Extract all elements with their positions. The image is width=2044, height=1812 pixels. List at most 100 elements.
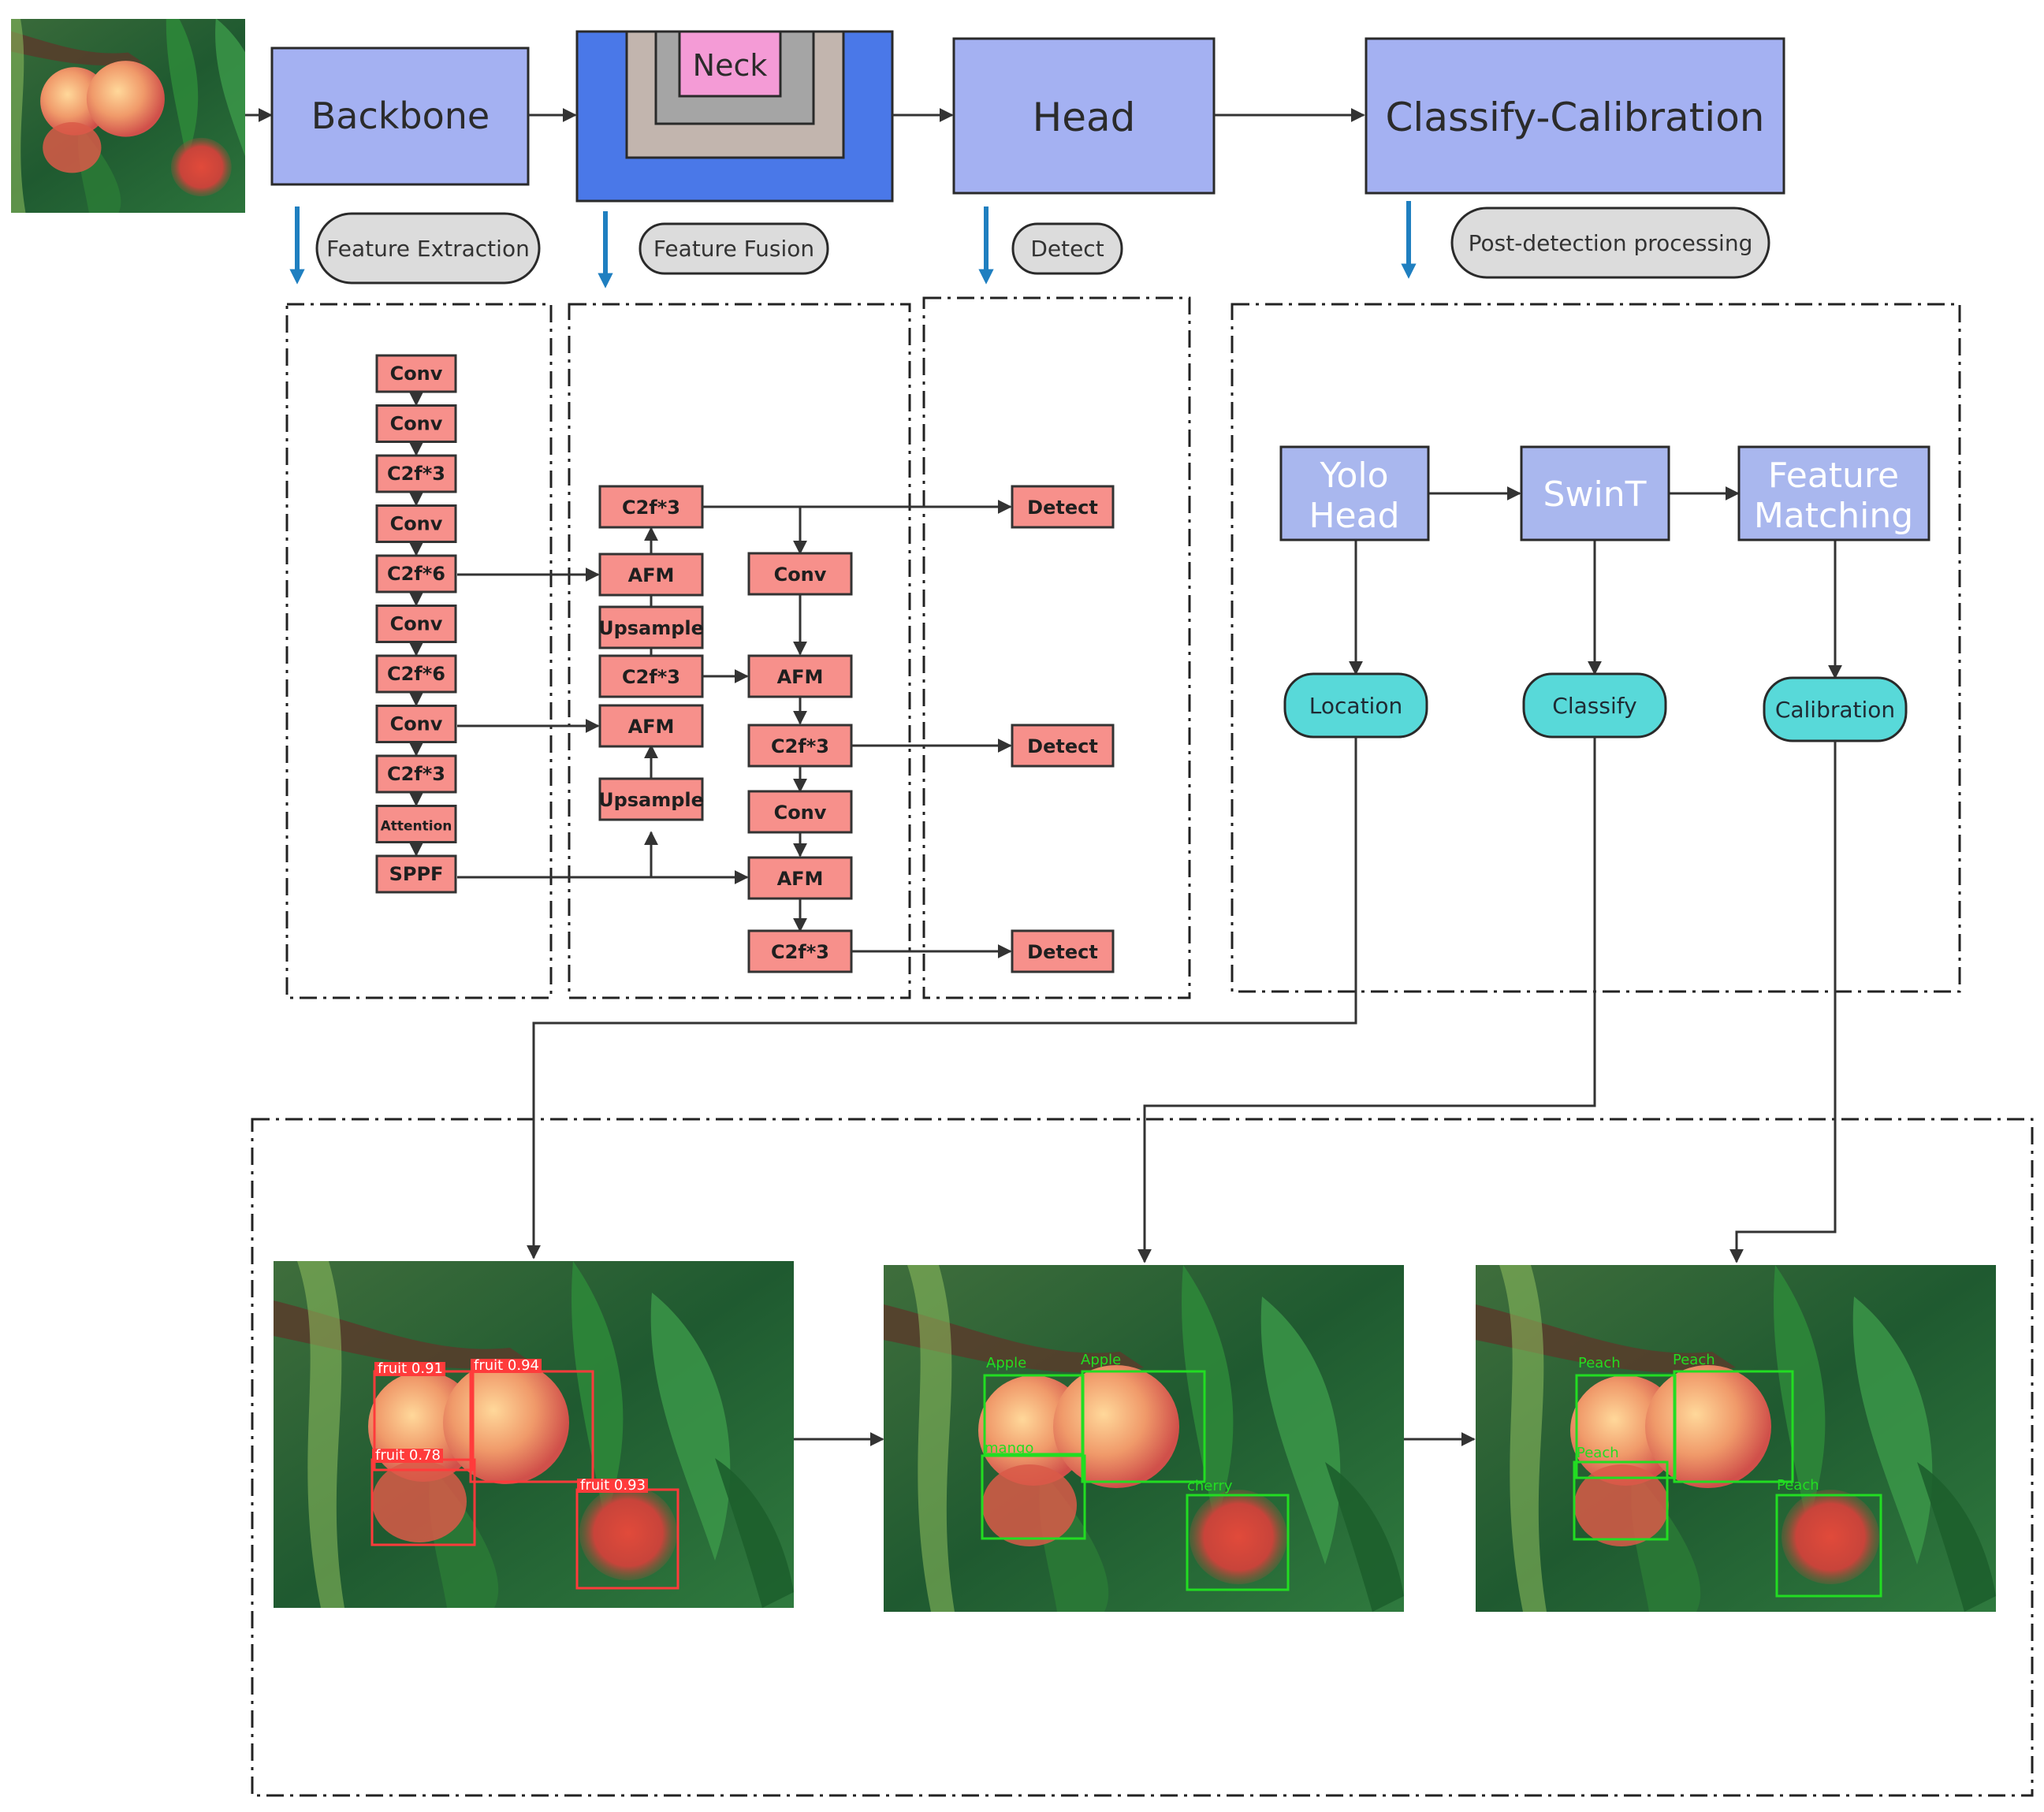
- feature-matching-block: Feature Matching: [1737, 445, 1930, 541]
- phase-feature-fusion: Feature Fusion: [598, 211, 829, 288]
- svg-text:AFM: AFM: [777, 868, 824, 890]
- svg-text:fruit 0.78: fruit 0.78: [375, 1447, 441, 1464]
- backbone-block: C2f*3: [375, 454, 457, 493]
- backbone-blocks: ConvConvC2f*3ConvC2f*6ConvC2f*6ConvC2f*3…: [375, 354, 457, 894]
- backbone-block: Conv: [375, 705, 457, 743]
- result-connectors: [527, 737, 1837, 1446]
- svg-text:Detect: Detect: [1027, 941, 1098, 963]
- svg-text:Detect: Detect: [1027, 497, 1098, 519]
- classify-output: Classify: [1522, 672, 1667, 739]
- detect-block: Detect: [1011, 485, 1115, 529]
- svg-text:C2f*6: C2f*6: [387, 563, 445, 585]
- svg-text:C2f*3: C2f*3: [387, 463, 445, 485]
- neck-c2f-mid: C2f*3: [598, 654, 704, 698]
- svg-text:fruit 0.94: fruit 0.94: [474, 1357, 539, 1374]
- head-blocks: Detect Detect Detect: [1011, 485, 1115, 973]
- svg-text:Matching: Matching: [1754, 496, 1913, 536]
- svg-text:Peach: Peach: [1777, 1477, 1819, 1494]
- svg-text:Apple: Apple: [986, 1355, 1026, 1371]
- backbone-block: Conv: [375, 504, 457, 543]
- svg-text:fruit 0.93: fruit 0.93: [580, 1477, 646, 1494]
- classify-calibration-label: Classify-Calibration: [1386, 95, 1765, 140]
- svg-text:Upsample: Upsample: [598, 789, 704, 811]
- backbone-stage: Backbone: [270, 47, 530, 186]
- svg-text:Detect: Detect: [1027, 735, 1098, 757]
- swint-block: SwinT: [1520, 445, 1670, 541]
- backbone-block: C2f*3: [375, 754, 457, 794]
- head-panel: [922, 296, 1191, 999]
- svg-text:C2f*3: C2f*3: [771, 735, 829, 757]
- svg-text:Conv: Conv: [390, 363, 443, 385]
- neck-afm-4: AFM: [747, 856, 853, 900]
- svg-text:AFM: AFM: [628, 564, 675, 586]
- classify-calibration-stage: Classify-Calibration: [1365, 37, 1785, 195]
- neck-conv-2: Conv: [747, 790, 853, 834]
- neck-panel: [568, 303, 911, 999]
- svg-text:SPPF: SPPF: [389, 863, 444, 885]
- svg-text:Peach: Peach: [1673, 1352, 1715, 1368]
- neck-afm-1: AFM: [598, 553, 704, 597]
- backbone-block: Attention: [375, 805, 457, 843]
- backbone-panel: [285, 303, 553, 999]
- backbone-block: C2f*6: [375, 554, 457, 593]
- detect-block: Detect: [1011, 724, 1115, 768]
- neck-c2f-3: C2f*3: [747, 724, 853, 768]
- svg-text:Feature Extraction: Feature Extraction: [326, 236, 530, 262]
- backbone-label: Backbone: [311, 95, 490, 137]
- input-image: [11, 19, 245, 213]
- head-label: Head: [1033, 95, 1136, 140]
- result-image-detection: fruit 0.91 fruit 0.94 fruit 0.78 fruit 0…: [274, 1261, 794, 1608]
- svg-text:Post-detection processing: Post-detection processing: [1469, 230, 1753, 256]
- backbone-block: Conv: [375, 404, 457, 443]
- svg-text:Head: Head: [1309, 496, 1399, 536]
- svg-text:Conv: Conv: [774, 564, 827, 586]
- svg-text:Attention: Attention: [381, 819, 452, 835]
- svg-text:Peach: Peach: [1578, 1355, 1621, 1371]
- svg-text:C2f*3: C2f*3: [622, 497, 680, 519]
- svg-text:Feature: Feature: [1768, 456, 1899, 496]
- svg-text:C2f*3: C2f*3: [771, 941, 829, 963]
- results-panel: [251, 1118, 2034, 1797]
- svg-text:Location: Location: [1309, 693, 1402, 719]
- post-detection-modules: Yolo Head SwinT Feature Matching Locatio…: [1279, 445, 1930, 742]
- svg-text:fruit 0.91: fruit 0.91: [378, 1360, 443, 1377]
- svg-text:Conv: Conv: [390, 713, 443, 735]
- svg-text:Feature Fusion: Feature Fusion: [653, 236, 814, 262]
- svg-text:C2f*3: C2f*3: [387, 763, 445, 785]
- phase-feature-extraction: Feature Extraction: [289, 207, 541, 285]
- neck-label: Neck: [693, 48, 768, 83]
- phase-detect: Detect: [978, 207, 1123, 285]
- neck-c2f-top: C2f*3: [598, 485, 704, 529]
- phase-post-detection: Post-detection processing: [1401, 201, 1770, 279]
- svg-text:Upsample: Upsample: [598, 617, 704, 639]
- result-image-classification: Apple Apple mango cherry: [884, 1265, 1404, 1612]
- result-image-calibrated: Peach Peach Peach Peach: [1476, 1265, 1996, 1612]
- svg-text:Conv: Conv: [390, 513, 443, 535]
- location-output: Location: [1283, 672, 1428, 739]
- neck-c2f-4: C2f*3: [747, 929, 853, 973]
- backbone-block: Conv: [375, 605, 457, 643]
- neck-upsample-2: Upsample: [598, 777, 704, 821]
- neck-conv-1: Conv: [747, 552, 853, 596]
- svg-text:cherry: cherry: [1187, 1478, 1233, 1494]
- neck-connections: [457, 500, 1012, 958]
- detect-block: Detect: [1011, 929, 1115, 973]
- head-stage: Head: [952, 37, 1216, 195]
- backbone-block: Conv: [375, 354, 457, 393]
- svg-text:Conv: Conv: [390, 413, 443, 435]
- svg-text:Apple: Apple: [1081, 1352, 1121, 1368]
- svg-text:Calibration: Calibration: [1775, 697, 1895, 723]
- neck-afm-3: AFM: [747, 654, 853, 698]
- neck-stage: Neck: [575, 30, 894, 203]
- svg-text:SwinT: SwinT: [1543, 474, 1647, 515]
- neck-upsample-1: Upsample: [598, 605, 704, 649]
- calibration-output: Calibration: [1763, 676, 1908, 742]
- svg-text:AFM: AFM: [628, 716, 675, 738]
- svg-text:Conv: Conv: [774, 802, 827, 824]
- neck-blocks: C2f*3 AFM Upsample C2f*3 AFM Upsample Co…: [598, 485, 853, 973]
- svg-text:Yolo: Yolo: [1319, 456, 1388, 496]
- backbone-block: C2f*6: [375, 654, 457, 694]
- svg-text:Peach: Peach: [1577, 1445, 1619, 1461]
- svg-text:Conv: Conv: [390, 613, 443, 635]
